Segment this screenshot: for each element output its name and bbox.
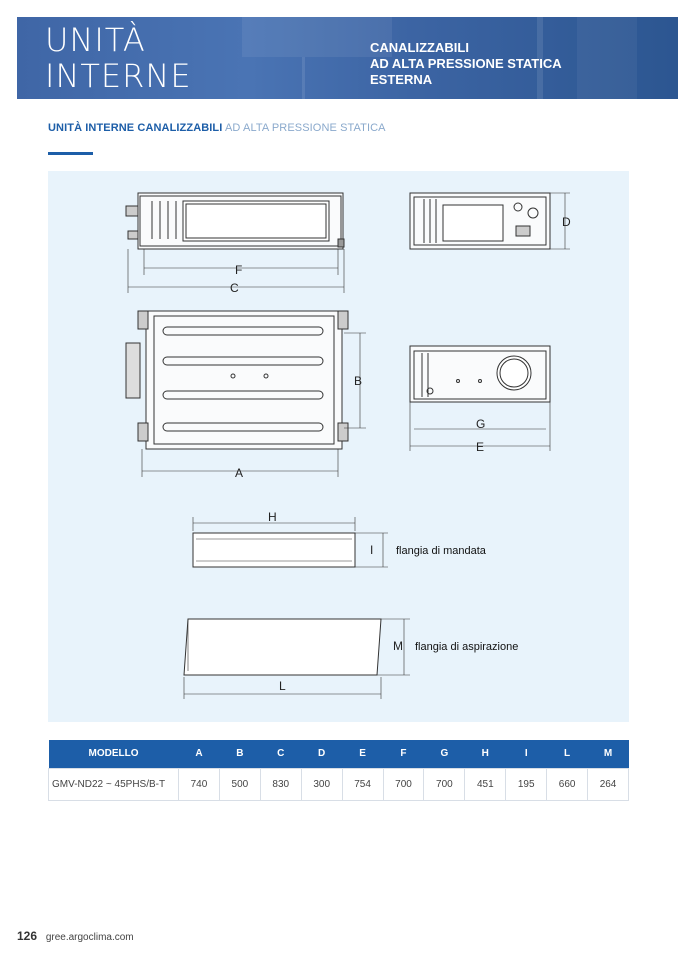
supply-flange-drawing	[192, 517, 388, 568]
section-title-light: AD ALTA PRESSIONE STATICA	[224, 122, 386, 134]
header-title: UNITÀ INTERNE	[45, 22, 192, 94]
table-cell: 740	[178, 767, 220, 801]
header-subtitle-line2: AD ALTA PRESSIONE STATICA	[370, 56, 562, 71]
header-decoration	[577, 17, 637, 99]
table-header-cell: F	[383, 740, 424, 768]
technical-drawing: F C D	[125, 192, 571, 699]
table-cell: 451	[464, 767, 507, 801]
table-header-cell: E	[342, 740, 384, 768]
table-header-cell: D	[301, 740, 343, 768]
table-cell: 300	[300, 767, 343, 801]
top-view	[125, 310, 366, 477]
table-cell: 754	[341, 767, 384, 801]
dim-label-c: C	[230, 281, 239, 295]
supply-flange-label: flangia di mandata	[396, 545, 487, 557]
rear-view	[409, 345, 551, 451]
table-cell-model: GMV-ND22 ~ 45PHS/B-T	[48, 767, 179, 801]
dim-label-i: I	[370, 543, 373, 557]
section-underline	[48, 152, 93, 155]
table-header-cell: H	[464, 740, 506, 768]
table-header-cell: G	[423, 740, 465, 768]
dim-label-b: B	[354, 374, 362, 388]
header-decoration	[302, 57, 305, 99]
dimensions-table: MODELLO A B C D E F G H I L M GMV-ND22 ~…	[48, 740, 629, 801]
website-link[interactable]: gree.argoclima.com	[45, 932, 134, 943]
table-header-row: MODELLO A B C D E F G H I L M	[48, 740, 629, 768]
dim-label-d: D	[562, 215, 571, 229]
table-header-cell: L	[546, 740, 588, 768]
return-flange-label: flangia di aspirazione	[415, 641, 518, 653]
dim-label-h: H	[268, 510, 277, 524]
table-cell: 195	[505, 767, 548, 801]
dim-label-m: M	[393, 639, 403, 653]
table-header-cell: I	[505, 740, 547, 768]
dim-label-a: A	[235, 466, 243, 480]
dim-label-e: E	[476, 440, 484, 454]
header-subtitle-line1: CANALIZZABILI	[370, 40, 469, 55]
section-title: UNITÀ INTERNE CANALIZZABILI AD ALTA PRES…	[48, 122, 386, 134]
dim-label-l: L	[279, 679, 286, 693]
table-cell: 700	[423, 767, 466, 801]
table-header-cell: C	[260, 740, 302, 768]
dim-label-g: G	[476, 417, 485, 431]
table-cell: 830	[259, 767, 302, 801]
table-cell: 264	[587, 767, 629, 801]
table-header-cell: MODELLO	[48, 740, 179, 768]
table-header-cell: M	[587, 740, 629, 768]
section-title-bold: UNITÀ INTERNE CANALIZZABILI	[48, 122, 223, 134]
side-view-top	[409, 192, 570, 250]
page-footer: 126 gree.argoclima.com	[17, 929, 134, 943]
table-header-cell: B	[219, 740, 261, 768]
table-cell: 660	[546, 767, 589, 801]
header-decoration	[242, 17, 392, 57]
technical-drawing-panel: F C D	[48, 171, 629, 722]
header-subtitle: CANALIZZABILI AD ALTA PRESSIONE STATICA …	[370, 40, 562, 88]
table-row: GMV-ND22 ~ 45PHS/B-T 740 500 830 300 754…	[48, 767, 629, 801]
header-decoration	[537, 17, 543, 99]
header-subtitle-line3: ESTERNA	[370, 72, 433, 87]
table-cell: 500	[218, 767, 261, 801]
header-title-line2: INTERNE	[45, 57, 192, 95]
header-title-line1: UNITÀ	[45, 21, 146, 59]
header-banner: UNITÀ INTERNE CANALIZZABILI AD ALTA PRES…	[17, 17, 678, 99]
table-header-cell: A	[178, 740, 220, 768]
page-number: 126	[17, 929, 38, 943]
return-flange-drawing	[183, 618, 410, 699]
table-cell: 700	[382, 767, 425, 801]
front-view-top	[125, 192, 345, 293]
dim-label-f: F	[235, 263, 242, 277]
